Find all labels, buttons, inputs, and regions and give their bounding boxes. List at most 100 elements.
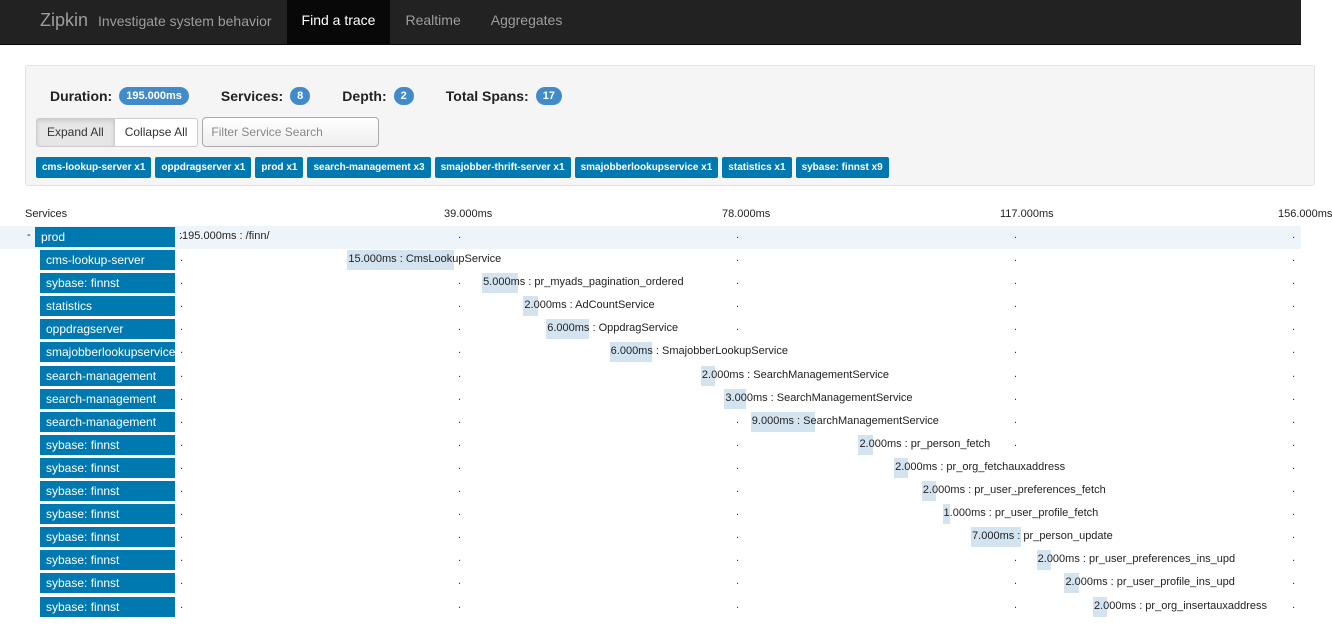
grid-tick-dot: . (180, 275, 184, 288)
grid-tick-dot: . (736, 575, 740, 588)
service-name-cell[interactable]: sybase: finnst (40, 457, 175, 478)
span-row[interactable]: sybase: finnst.....2.000ms : pr_person_f… (0, 434, 1301, 457)
span-duration-bar[interactable] (700, 365, 716, 386)
grid-tick-dot: . (180, 321, 184, 334)
grid-tick-dot: . (180, 229, 184, 241)
service-name-cell[interactable]: sybase: finnst (40, 573, 175, 594)
span-duration-bar[interactable] (1036, 550, 1051, 571)
grid-tick-dot: . (1014, 252, 1018, 265)
service-name-cell[interactable]: search-management (40, 411, 175, 432)
span-row[interactable]: cms-lookup-server.....15.000ms : CmsLook… (0, 249, 1301, 272)
service-name-cell[interactable]: sybase: finnst (40, 434, 175, 455)
service-tag[interactable]: sybase: finnst x9 (795, 157, 889, 178)
grid-tick-dot: . (1292, 506, 1296, 519)
nav-realtime[interactable]: Realtime (405, 12, 461, 28)
grid-tick-dot: . (1292, 252, 1296, 265)
service-name-cell[interactable]: statistics (40, 296, 175, 317)
span-duration-bar[interactable] (609, 342, 653, 363)
span-label: 5.000ms : pr_myads_pagination_ordered (483, 276, 684, 289)
service-name-cell[interactable]: sybase: finnst (40, 481, 175, 502)
grid-tick-dot: . (458, 575, 462, 588)
grid-tick-dot: . (736, 413, 740, 426)
grid-tick-dot: . (458, 483, 462, 496)
span-row[interactable]: sybase: finnst.....1.000ms : pr_user_pro… (0, 503, 1301, 526)
service-tag[interactable]: oppdragserver x1 (155, 157, 252, 178)
span-duration-bar[interactable] (347, 250, 455, 271)
service-tag[interactable]: cms-lookup-server x1 (36, 157, 152, 178)
span-row[interactable]: oppdragserver.....6.000ms : OppdragServi… (0, 318, 1301, 341)
service-tag[interactable]: search-management x3 (307, 157, 431, 178)
span-row[interactable]: sybase: finnst.....2.000ms : pr_user_pro… (0, 572, 1301, 595)
span-duration-bar[interactable] (942, 504, 950, 525)
span-row[interactable]: statistics.....2.000ms : AdCountService (0, 295, 1301, 318)
span-duration-bar[interactable] (894, 457, 909, 478)
grid-tick-dot: . (1292, 390, 1296, 403)
service-name-cell[interactable]: search-management (40, 365, 175, 386)
service-tag[interactable]: smajobberlookupservice x1 (574, 157, 719, 178)
service-tag[interactable]: smajobber-thrift-server x1 (434, 157, 571, 178)
span-duration-bar[interactable] (750, 411, 815, 432)
brand-logo[interactable]: Zipkin (40, 10, 89, 30)
nav-aggregates[interactable]: Aggregates (490, 12, 563, 28)
service-name-cell[interactable]: sybase: finnst (40, 527, 175, 548)
span-duration-bar[interactable] (482, 273, 518, 294)
service-name-cell[interactable]: sybase: finnst (40, 504, 175, 525)
span-row[interactable]: smajobberlookupservice.....6.000ms : Sma… (0, 341, 1301, 364)
span-duration-bar[interactable] (546, 319, 589, 340)
span-duration-bar[interactable] (921, 481, 937, 502)
nav-find-trace[interactable]: Find a trace (286, 0, 391, 44)
span-row[interactable]: sybase: finnst.....5.000ms : pr_myads_pa… (0, 272, 1301, 295)
grid-tick-dot: . (1014, 483, 1018, 496)
total-spans-stat: Total Spans: 17 (446, 87, 562, 105)
span-row[interactable]: search-management.....3.000ms : SearchMa… (0, 388, 1301, 411)
grid-tick-dot: . (736, 552, 740, 565)
service-name-cell[interactable]: search-management (40, 388, 175, 409)
span-row-root[interactable]: -prod.....:195.000ms : /finn/ (0, 226, 1301, 250)
grid-tick-dot: . (458, 275, 462, 288)
span-duration-bar[interactable] (724, 388, 746, 409)
span-row[interactable]: search-management.....2.000ms : SearchMa… (0, 365, 1301, 388)
service-tag[interactable]: statistics x1 (722, 157, 792, 178)
grid-tick-dot: . (1014, 436, 1018, 449)
service-name-cell[interactable]: sybase: finnst (40, 273, 175, 294)
service-tag[interactable]: prod x1 (255, 157, 304, 178)
span-row[interactable]: sybase: finnst.....2.000ms : pr_user_pre… (0, 549, 1301, 572)
collapse-toggle-icon[interactable]: - (27, 229, 31, 241)
grid-tick-dot: . (458, 321, 462, 334)
grid-tick-dot: . (458, 344, 462, 357)
span-label: 6.000ms : OppdragService (547, 322, 679, 335)
grid-tick-dot: . (736, 321, 740, 334)
grid-tick-dot: . (1014, 229, 1018, 241)
span-duration-bar[interactable] (858, 434, 873, 455)
service-filter-input[interactable] (202, 117, 380, 147)
service-name-cell[interactable]: smajobberlookupservice (40, 342, 175, 363)
span-duration-bar[interactable] (971, 527, 1021, 548)
span-label: 2.000ms : pr_org_fetchauxaddress (895, 460, 1066, 473)
service-name-cell[interactable]: sybase: finnst (40, 550, 175, 571)
span-row[interactable]: sybase: finnst.....2.000ms : pr_org_fetc… (0, 457, 1301, 480)
grid-tick-dot: . (1014, 275, 1018, 288)
span-duration-bar[interactable] (1064, 573, 1079, 594)
grid-tick-dot: . (736, 367, 740, 380)
span-row[interactable]: sybase: finnst.....2.000ms : pr_user_pre… (0, 480, 1301, 503)
span-row[interactable]: search-management.....9.000ms : SearchMa… (0, 411, 1301, 434)
span-label: 2.000ms : SearchManagementService (701, 368, 890, 381)
span-duration-bar[interactable] (523, 296, 538, 317)
span-row[interactable]: sybase: finnst.....2.000ms : pr_org_inse… (0, 596, 1301, 619)
service-name-cell[interactable]: prod (35, 227, 175, 247)
grid-tick-dot: . (736, 252, 740, 265)
grid-tick-dot: . (458, 390, 462, 403)
grid-tick-dot: . (1014, 413, 1018, 426)
service-name-cell[interactable]: sybase: finnst (40, 596, 175, 617)
expand-all-button[interactable]: Expand All (36, 117, 115, 147)
grid-tick-dot: . (180, 413, 184, 426)
span-row[interactable]: sybase: finnst.....7.000ms : pr_person_u… (0, 526, 1301, 549)
span-duration-bar[interactable] (1092, 596, 1108, 617)
service-name-cell[interactable]: cms-lookup-server (40, 250, 175, 271)
grid-tick-dot: . (1292, 298, 1296, 311)
collapse-all-button[interactable]: Collapse All (114, 117, 199, 147)
service-name-cell[interactable]: oppdragserver (40, 319, 175, 340)
grid-tick-dot: . (736, 436, 740, 449)
depth-label: Depth: (342, 88, 387, 104)
service-tags: cms-lookup-server x1 oppdragserver x1 pr… (36, 157, 893, 178)
